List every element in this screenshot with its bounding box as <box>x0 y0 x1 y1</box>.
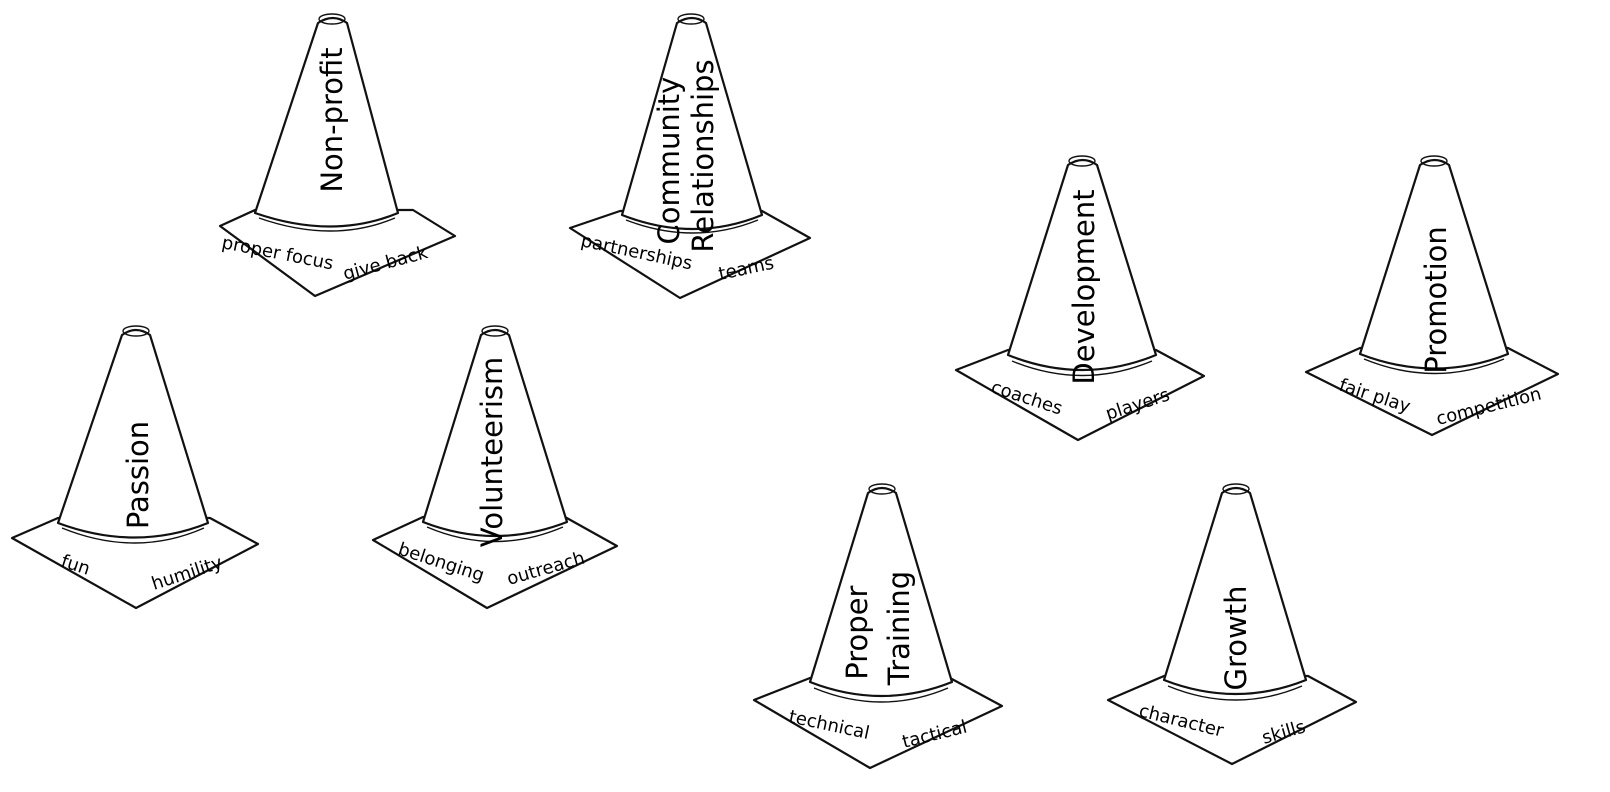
cone-nonprofit-body <box>253 16 400 228</box>
cone-passion-base <box>10 516 260 610</box>
cone-community-base <box>568 209 812 300</box>
cone-training-title: Proper Training <box>840 571 916 686</box>
cone-promotion-base <box>1304 346 1560 437</box>
cone-development-base <box>954 348 1206 442</box>
cone-growth-body <box>1162 486 1308 696</box>
cone-volunteerism: Volunteerism belonging outreach <box>371 325 619 610</box>
cone-promotion-body <box>1358 158 1510 370</box>
cone-promotion: Promotion fair play competition <box>1304 155 1560 437</box>
cone-passion-title: Passion <box>121 421 155 529</box>
cone-passion-body <box>56 328 210 539</box>
cone-nonprofit-base <box>218 208 457 298</box>
cone-development-title: Development <box>1067 189 1101 384</box>
cone-nonprofit-title: Non-profit <box>315 47 349 192</box>
cone-volunteerism-base <box>371 515 619 610</box>
cone-growth-base <box>1106 674 1358 766</box>
cone-community: Community Relationships partnerships tea… <box>568 13 812 300</box>
cone-nonprofit: Non-profit proper focus give back <box>218 13 457 298</box>
cone-passion: Passion fun humility <box>10 325 260 610</box>
cone-training-body <box>808 486 954 698</box>
cone-community-title: Community Relationships <box>652 59 720 252</box>
cone-training-base <box>752 676 1004 770</box>
cone-growth: Growth character skills <box>1106 483 1358 766</box>
cone-training: Proper Training technical tactical <box>752 483 1004 770</box>
cone-development: Development coaches players <box>954 155 1206 442</box>
cone-community-body <box>620 16 764 231</box>
cone-promotion-title: Promotion <box>1419 226 1453 374</box>
cone-volunteerism-body <box>421 328 569 538</box>
cone-development-body <box>1006 158 1158 372</box>
cone-volunteerism-title: Volunteerism <box>475 357 509 548</box>
cone-growth-title: Growth <box>1219 586 1253 691</box>
